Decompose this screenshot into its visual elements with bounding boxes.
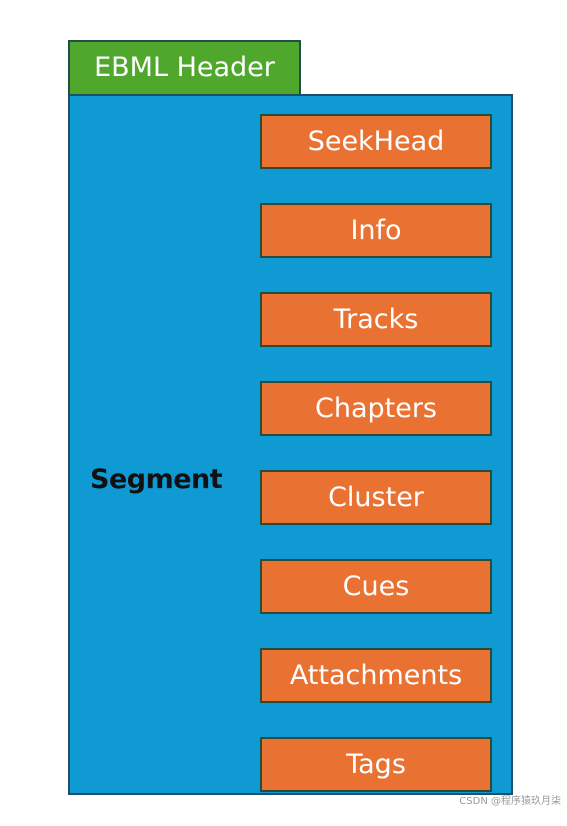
watermark-text: CSDN @程序猿玖月柒 [459, 796, 561, 807]
cluster-box: Cluster [260, 470, 492, 525]
attachments-box: Attachments [260, 648, 492, 703]
segment-label: Segment [90, 464, 223, 495]
segment-box: Segment SeekHead Info Tracks Chapters Cl… [68, 94, 513, 795]
chapters-box: Chapters [260, 381, 492, 436]
seekhead-box: SeekHead [260, 114, 492, 169]
ebml-header-box: EBML Header [68, 40, 301, 96]
info-box: Info [260, 203, 492, 258]
tracks-box: Tracks [260, 292, 492, 347]
segment-children: SeekHead Info Tracks Chapters Cluster Cu… [260, 114, 492, 826]
tags-box: Tags [260, 737, 492, 792]
cues-box: Cues [260, 559, 492, 614]
